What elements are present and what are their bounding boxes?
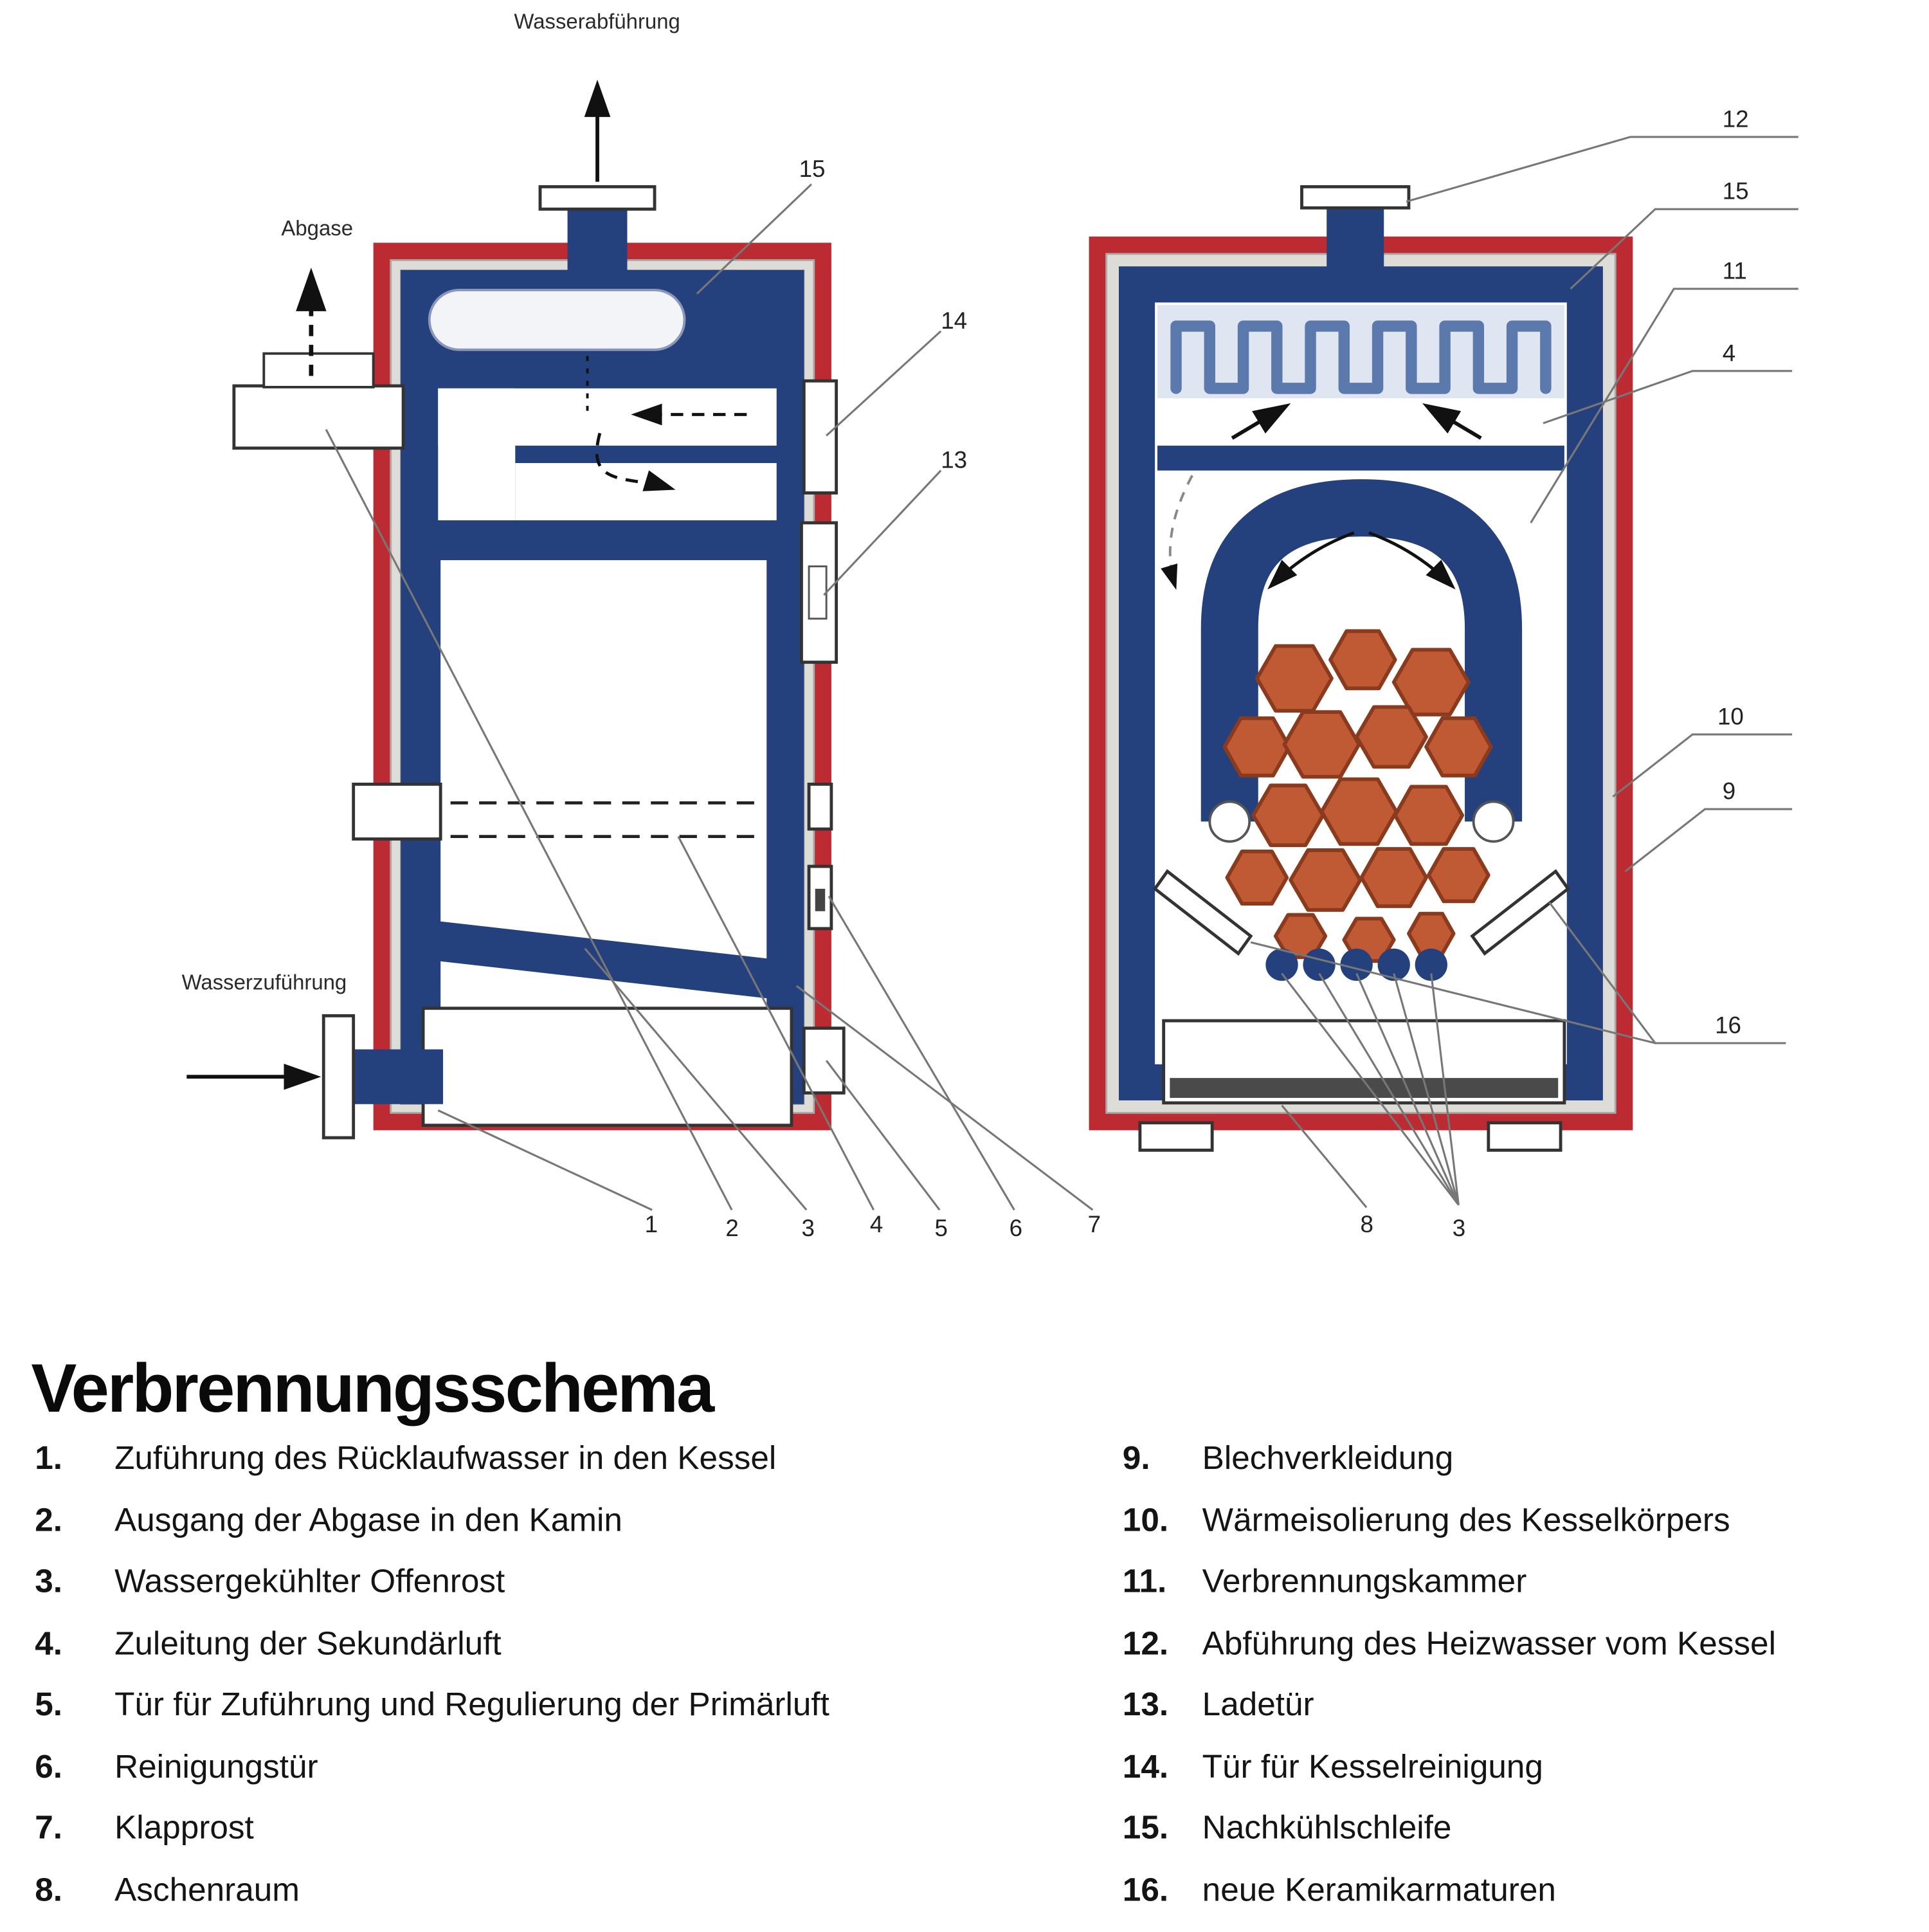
legend-item-14: 14. Tür für Kesselreinigung xyxy=(1123,1747,1925,1809)
callout-right-10: 10 xyxy=(1717,704,1744,731)
legend-item-number: 12. xyxy=(1122,1623,1169,1661)
legend-item-15: 15. Nachkühlschleife xyxy=(1123,1809,1925,1870)
legend-item-text: Verbrennungskammer xyxy=(1202,1562,1527,1600)
legend-item-number: 6. xyxy=(35,1747,62,1785)
legend-item-text: Zuleitung der Sekundärluft xyxy=(114,1623,502,1661)
legend-item-12: 12. Abführung des Heizwasser vom Kessel xyxy=(1123,1624,1925,1686)
legend-item-number: 4. xyxy=(35,1623,62,1661)
callout-right-16: 16 xyxy=(1715,1013,1742,1040)
legend-item-text: Tür für Kesselreinigung xyxy=(1202,1747,1543,1785)
callout-right-15: 15 xyxy=(1722,179,1749,206)
legend-item-number: 7. xyxy=(35,1809,62,1846)
right-boiler-section xyxy=(1089,136,1798,1208)
legend-item-6: 6. Reinigungstür xyxy=(35,1747,1105,1809)
legend-left-column: 1. Zuführung des Rücklaufwasser in den K… xyxy=(35,1439,1105,1931)
legend-item-7: 7. Klapprost xyxy=(35,1809,1105,1870)
callout-left-15: 15 xyxy=(799,156,826,183)
legend-item-number: 13. xyxy=(1122,1685,1169,1723)
legend-item-9: 9. Blechverkleidung xyxy=(1123,1439,1925,1500)
legend-item-3: 3. Wassergekühlter Offenrost xyxy=(35,1562,1105,1624)
legend-item-2: 2. Ausgang der Abgase in den Kamin xyxy=(35,1500,1105,1562)
left-boiler-section xyxy=(186,79,1094,1211)
callout-right-8: 8 xyxy=(1360,1212,1373,1239)
legend-item-text: Ladetür xyxy=(1202,1685,1314,1723)
water-inlet-label: Wasserzuführung xyxy=(181,971,347,995)
legend-item-number: 5. xyxy=(35,1685,62,1723)
callout-left-5: 5 xyxy=(934,1216,948,1243)
legend-item-text: Ausgang der Abgase in den Kamin xyxy=(114,1500,622,1538)
legend-item-text: Wärmeisolierung des Kesselkörpers xyxy=(1202,1500,1730,1538)
legend-item-text: Tür für Zuführung und Regulierung der Pr… xyxy=(114,1685,829,1723)
callout-right-4: 4 xyxy=(1722,341,1736,367)
legend-item-16: 16. neue Keramikarmaturen xyxy=(1123,1870,1925,1932)
legend-item-number: 11. xyxy=(1122,1562,1167,1600)
callout-left-4: 4 xyxy=(869,1212,883,1239)
legend-item-number: 16. xyxy=(1122,1870,1169,1908)
legend-item-text: Klapprost xyxy=(114,1809,254,1846)
callout-right-11: 11 xyxy=(1722,259,1747,286)
legend-item-11: 11. Verbrennungskammer xyxy=(1123,1562,1925,1624)
legend-item-text: Zuführung des Rücklaufwasser in den Kess… xyxy=(114,1439,777,1477)
callout-left-14: 14 xyxy=(941,308,968,335)
legend-item-number: 9. xyxy=(1122,1439,1150,1477)
flue-gas-label: Abgase xyxy=(281,216,354,241)
callout-right-3: 3 xyxy=(1452,1216,1466,1243)
page-title: Verbrennungsschema xyxy=(31,1349,714,1426)
legend-item-number: 3. xyxy=(35,1562,62,1600)
callout-right-12: 12 xyxy=(1722,107,1749,134)
legend-right-column: 9. Blechverkleidung 10. Wärmeisolierung … xyxy=(1123,1439,1925,1931)
legend-item-1: 1. Zuführung des Rücklaufwasser in den K… xyxy=(35,1439,1105,1500)
legend-item-number: 10. xyxy=(1122,1500,1169,1538)
callout-left-1: 1 xyxy=(644,1212,658,1239)
legend-item-5: 5. Tür für Zuführung und Regulierung der… xyxy=(35,1686,1105,1747)
legend-item-text: Aschenraum xyxy=(114,1870,300,1908)
legend-item-text: neue Keramikarmaturen xyxy=(1202,1870,1556,1908)
callout-left-13: 13 xyxy=(941,448,968,475)
legend-item-10: 10. Wärmeisolierung des Kesselkörpers xyxy=(1123,1500,1925,1562)
legend-item-text: Reinigungstür xyxy=(114,1747,318,1785)
callout-left-7: 7 xyxy=(1087,1212,1101,1239)
legend-item-number: 15. xyxy=(1122,1809,1169,1846)
legend-item-text: Wassergekühlter Offenrost xyxy=(114,1562,505,1600)
legend-item-number: 8. xyxy=(35,1870,62,1908)
legend-item-number: 1. xyxy=(35,1439,62,1477)
callout-left-2: 2 xyxy=(725,1216,739,1243)
legend-item-text: Abführung des Heizwasser vom Kessel xyxy=(1202,1623,1776,1661)
legend-item-13: 13. Ladetür xyxy=(1123,1686,1925,1747)
callout-left-6: 6 xyxy=(1009,1216,1023,1243)
legend-item-text: Blechverkleidung xyxy=(1202,1439,1454,1477)
legend-item-number: 2. xyxy=(35,1500,62,1538)
legend-item-number: 14. xyxy=(1122,1747,1169,1785)
water-outlet-label: Wasserabführung xyxy=(514,10,680,34)
callout-left-3: 3 xyxy=(801,1216,815,1243)
legend-item-8: 8. Aschenraum xyxy=(35,1870,1105,1932)
boiler-schematic-drawing xyxy=(186,79,1798,1211)
legend-item-text: Nachkühlschleife xyxy=(1202,1809,1452,1846)
legend-item-4: 4. Zuleitung der Sekundärluft xyxy=(35,1624,1105,1686)
callout-right-9: 9 xyxy=(1722,779,1736,806)
